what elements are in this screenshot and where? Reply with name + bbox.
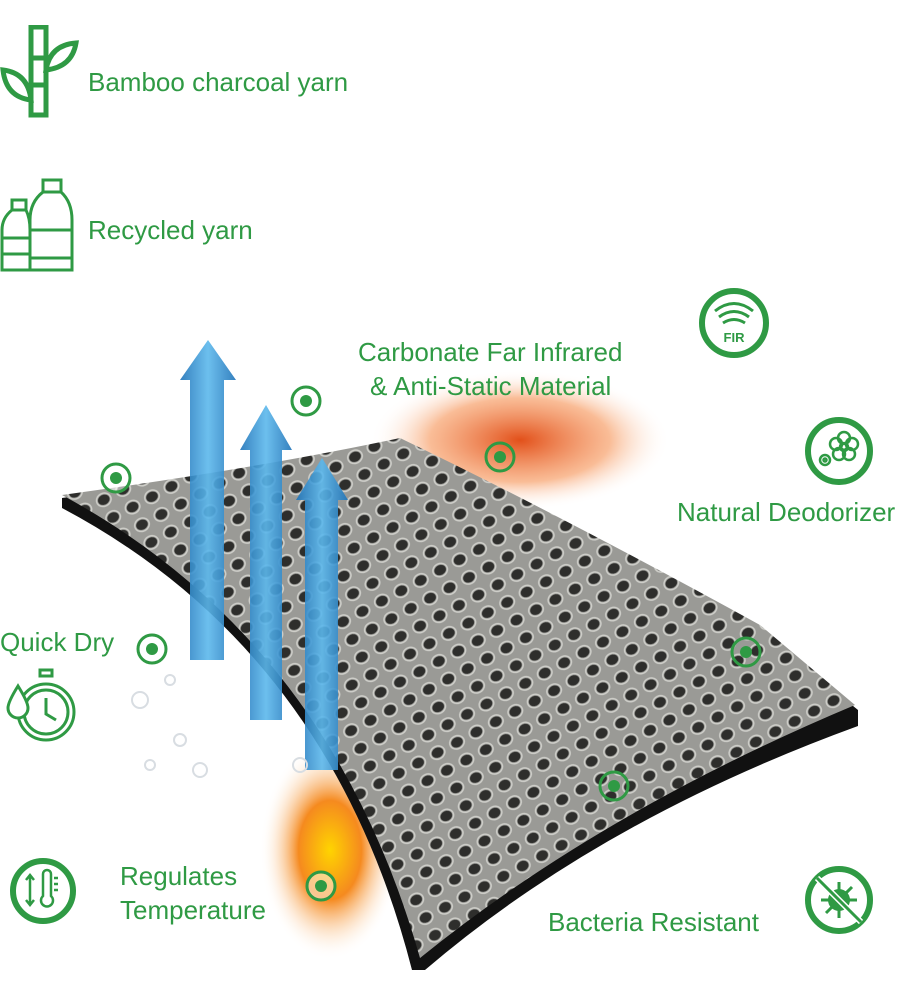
bamboo-icon [0,25,79,118]
temperature-label-line1: Regulates [120,861,238,891]
bacteria-label: Bacteria Resistant [548,907,759,937]
thermometer-icon [10,858,76,924]
recycled-label: Recycled yarn [88,215,253,245]
temperature-label-line2: Temperature [120,895,266,925]
far-infrared-label-line1: Carbonate Far Infrared [358,337,623,367]
fir-icon: FIR [699,288,769,358]
airflow-arrows [180,340,348,770]
flower-icon [805,417,873,485]
stopwatch-drop-icon [6,668,76,742]
far-infrared-label-line2: & Anti-Static Material [370,371,612,401]
no-bacteria-icon [805,866,873,934]
quick-dry-label: Quick Dry [0,627,115,657]
hotspot-markers [100,385,762,902]
bamboo-label: Bamboo charcoal yarn [88,67,349,97]
fir-badge-text: FIR [724,330,746,345]
water-droplets [131,674,308,778]
bottles-icon [0,178,74,272]
deodorizer-label: Natural Deodorizer [677,497,896,527]
